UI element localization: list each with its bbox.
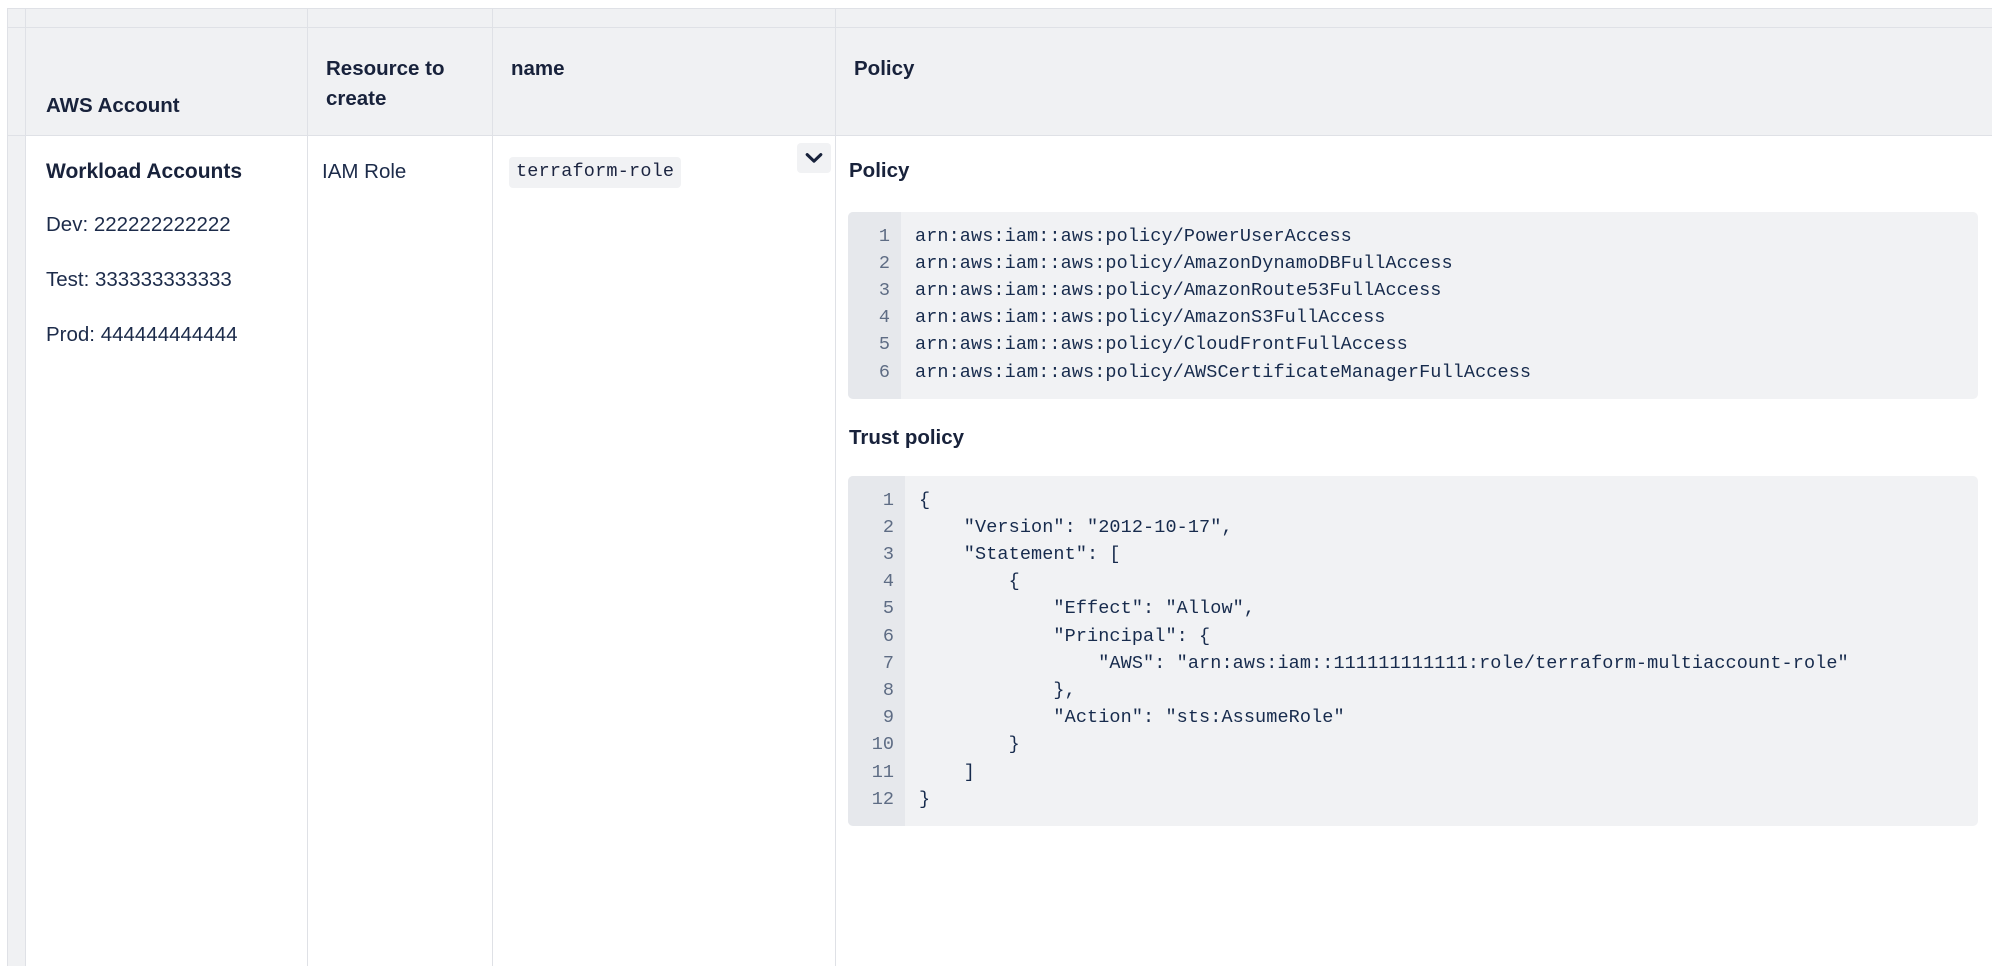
policy-code-block[interactable]: 1 2 3 4 5 6 arn:aws:iam::aws:policy/Powe… xyxy=(848,211,1978,399)
code-line: arn:aws:iam::aws:policy/AWSCertificateMa… xyxy=(915,361,1532,383)
strip-cell-gutter xyxy=(7,8,26,28)
line-number: 1 xyxy=(882,489,894,511)
column-header-resource-to-create[interactable]: Resource to create xyxy=(307,27,493,136)
cell-resource-to-create: IAM Role xyxy=(307,135,493,966)
line-number: 4 xyxy=(878,307,890,329)
strip-cell-name xyxy=(492,8,836,28)
strip-cell-account xyxy=(25,8,308,28)
column-header-gutter xyxy=(7,27,26,136)
code-line: }, xyxy=(919,679,1076,701)
column-header-name[interactable]: name xyxy=(492,27,836,136)
line-number: 2 xyxy=(878,252,890,274)
chevron-down-icon-button[interactable] xyxy=(797,143,831,173)
account-line-dev: Dev: 222222222222 xyxy=(46,213,231,237)
matrix-table-wrapper: AWS Account Resource to create name Poli… xyxy=(7,8,1992,966)
code-line: "Effect": "Allow", xyxy=(919,598,1256,620)
row-gutter-cell xyxy=(7,135,26,966)
line-number: 6 xyxy=(878,361,890,383)
code-line: "Version": "2012-10-17", xyxy=(919,516,1233,538)
line-number: 5 xyxy=(882,598,894,620)
account-cell-content: Workload Accounts Dev: 222222222222 Test… xyxy=(26,136,307,368)
code-line: "Action": "sts:AssumeRole" xyxy=(919,707,1345,729)
policy-cell-content: Policy 1 2 3 4 5 6 xyxy=(836,136,1992,846)
code-line: { xyxy=(919,489,931,511)
trust-line-number-gutter: 1 2 3 4 5 6 7 8 9 10 xyxy=(848,475,905,826)
line-number: 8 xyxy=(882,679,894,701)
line-number: 11 xyxy=(871,761,894,783)
code-line: } xyxy=(919,788,931,810)
cell-name: terraform-role xyxy=(492,135,836,966)
column-header-policy[interactable]: Policy xyxy=(835,27,1992,136)
table-body: Workload Accounts Dev: 222222222222 Test… xyxy=(7,135,1992,966)
line-number: 7 xyxy=(882,652,894,674)
code-line: arn:aws:iam::aws:policy/AmazonRoute53Ful… xyxy=(915,280,1442,302)
strip-cell-policy xyxy=(835,8,1992,28)
trust-code-lines: { "Version": "2012-10-17", "Statement": … xyxy=(905,476,1978,826)
table-top-strip-row xyxy=(7,8,1992,28)
table-head: AWS Account Resource to create name Poli… xyxy=(7,8,1992,136)
trust-policy-section-label: Trust policy xyxy=(849,425,965,449)
line-number: 6 xyxy=(882,625,894,647)
table-header-row: AWS Account Resource to create name Poli… xyxy=(7,27,1992,136)
code-line: "AWS": "arn:aws:iam::111111111111:role/t… xyxy=(919,652,1849,674)
chevron-down-icon xyxy=(805,153,823,163)
table-row: Workload Accounts Dev: 222222222222 Test… xyxy=(7,135,1992,966)
line-number: 2 xyxy=(882,516,894,538)
role-name-code-chip: terraform-role xyxy=(509,157,682,189)
cell-aws-account: Workload Accounts Dev: 222222222222 Test… xyxy=(25,135,308,966)
policy-code-lines: arn:aws:iam::aws:policy/PowerUserAccess … xyxy=(901,212,1978,399)
account-group-title: Workload Accounts xyxy=(46,160,243,183)
line-number: 5 xyxy=(878,334,890,356)
account-line-prod: Prod: 444444444444 xyxy=(46,322,238,346)
code-line: } xyxy=(919,734,1020,756)
line-number: 10 xyxy=(871,734,894,756)
policy-section-label: Policy xyxy=(849,159,910,182)
code-line: { xyxy=(919,571,1020,593)
policy-line-number-gutter: 1 2 3 4 5 6 xyxy=(848,211,901,399)
account-line-test: Test: 333333333333 xyxy=(46,267,232,291)
name-cell-content: terraform-role xyxy=(493,136,835,208)
strip-cell-resource xyxy=(307,8,493,28)
trust-policy-code-block[interactable]: 1 2 3 4 5 6 7 8 9 10 xyxy=(848,475,1978,826)
aws-account-matrix-table: AWS Account Resource to create name Poli… xyxy=(7,8,1992,966)
line-number: 9 xyxy=(882,707,894,729)
code-line: arn:aws:iam::aws:policy/AmazonDynamoDBFu… xyxy=(915,252,1453,274)
resource-type-text: IAM Role xyxy=(322,160,407,183)
line-number: 12 xyxy=(871,788,894,810)
line-number: 3 xyxy=(882,543,894,565)
code-line: arn:aws:iam::aws:policy/CloudFrontFullAc… xyxy=(915,334,1408,356)
line-number: 4 xyxy=(882,571,894,593)
code-line: "Principal": { xyxy=(919,625,1211,647)
code-line: "Statement": [ xyxy=(919,543,1121,565)
line-number: 1 xyxy=(878,225,890,247)
column-header-aws-account[interactable]: AWS Account xyxy=(25,27,308,136)
code-line: ] xyxy=(919,761,976,783)
code-line: arn:aws:iam::aws:policy/AmazonS3FullAcce… xyxy=(915,307,1386,329)
code-line: arn:aws:iam::aws:policy/PowerUserAccess xyxy=(915,225,1352,247)
line-number: 3 xyxy=(878,280,890,302)
cell-policy: Policy 1 2 3 4 5 6 xyxy=(835,135,1992,966)
